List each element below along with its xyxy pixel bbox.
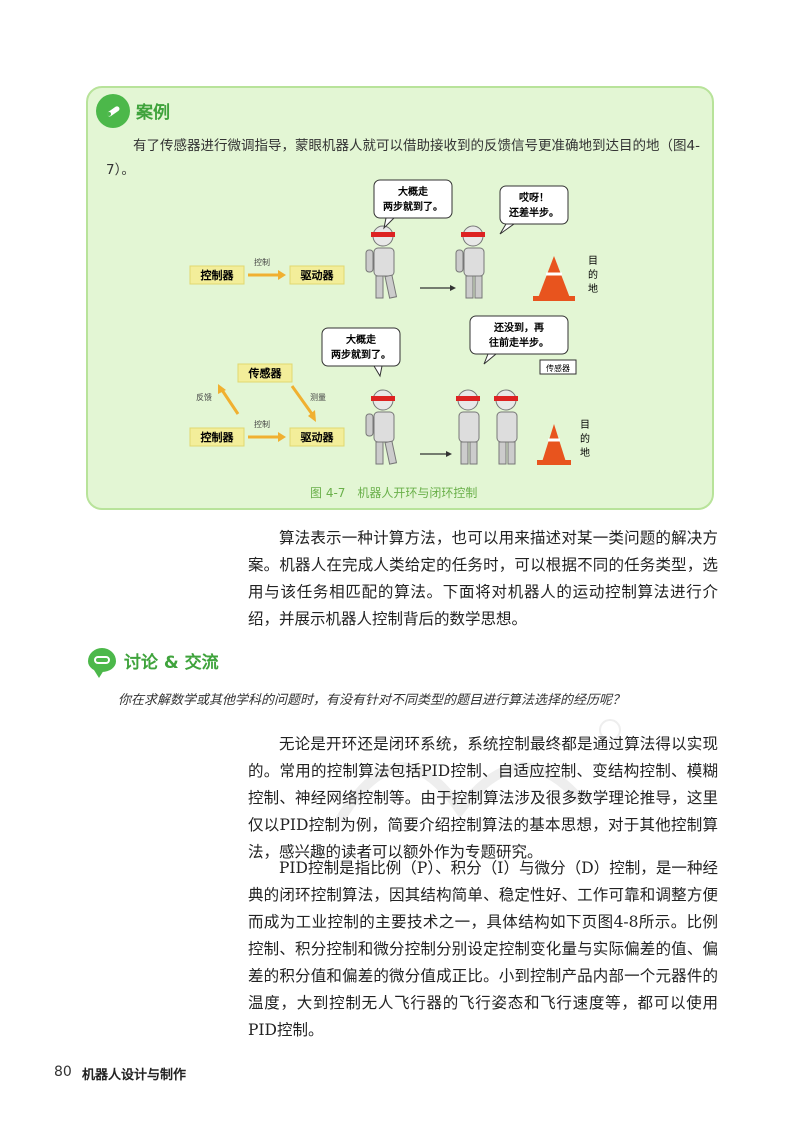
svg-text:大概走: 大概走 (398, 185, 429, 198)
svg-text:地: 地 (588, 282, 598, 295)
bottom-bubble-2: 还没到，再 往前走半步。 (469, 315, 569, 365)
svg-text:地: 地 (580, 446, 590, 459)
svg-text:目: 目 (588, 256, 598, 267)
sensor-tag: 传感器 (539, 359, 577, 375)
svg-text:哎呀！: 哎呀！ (519, 191, 549, 204)
svg-text:大概走: 大概走 (346, 333, 377, 346)
body-paragraph-1: 算法表示一种计算方法，也可以用来描述对某一类问题的解决方案。机器人在完成人类给定… (248, 529, 718, 628)
closed-loop-diagram: 传感器 测量 反馈 控制器 控制 驱动器 (189, 363, 345, 447)
top-arrow-label: 控制 (254, 257, 270, 267)
top-cone (533, 256, 575, 301)
svg-text:测量: 测量 (310, 393, 326, 402)
figure-4-7: 控制器 控制 驱动器 大概 (189, 179, 598, 465)
svg-text:控制器: 控制器 (201, 430, 235, 444)
case-title: 案例 (136, 103, 170, 123)
body-paragraph-3: PID控制是指比例（P）、积分（I）与微分（D）控制，是一种经典的闭环控制算法，… (248, 859, 718, 1039)
case-text: 有了传感器进行微调指导，蒙眼机器人就可以借助接收到的反馈信号更准确地到达目的地（… (106, 138, 700, 178)
page-number: 80 (54, 1064, 72, 1080)
robot-bottom-1 (365, 389, 398, 465)
top-bubble-2: 哎呀！ 还差半步。 (499, 185, 569, 235)
svg-text:的: 的 (588, 268, 598, 281)
book-title: 机器人设计与制作 (82, 1068, 187, 1083)
robot-top-2 (455, 225, 485, 299)
svg-text:控制: 控制 (254, 419, 270, 429)
svg-text:反馈: 反馈 (196, 392, 212, 402)
svg-text:传感器: 传感器 (546, 363, 570, 373)
robot-bottom-2 (456, 389, 480, 465)
bottom-bubble-1: 大概走 两步就到了。 (321, 327, 401, 378)
speech-bubble-icon (88, 648, 116, 678)
robot-bottom-3 (494, 389, 518, 465)
discussion-question: 你在求解数学或其他学科的问题时，有没有针对不同类型的题目进行算法选择的经历呢？ (118, 693, 626, 708)
robot-top-1 (365, 225, 398, 299)
svg-text:还没到，再: 还没到，再 (493, 321, 544, 334)
open-loop-diagram: 控制器 控制 驱动器 (189, 257, 345, 285)
case-icon (96, 94, 130, 128)
svg-text:目: 目 (580, 420, 590, 431)
svg-text:传感器: 传感器 (248, 366, 283, 380)
top-bubble-1: 大概走 两步就到了。 (373, 179, 453, 230)
svg-text:两步就到了。: 两步就到了。 (331, 348, 391, 361)
body-paragraph-2: 无论是开环还是闭环系统，系统控制最终都是通过算法得以实现的。常用的控制算法包括P… (248, 735, 718, 861)
top-controller-label: 控制器 (201, 268, 235, 282)
case-box: 案例 有了传感器进行微调指导，蒙眼机器人就可以借助接收到的反馈信号更准确地到达目… (86, 86, 714, 510)
svg-text:还差半步。: 还差半步。 (508, 206, 559, 219)
bottom-cone (537, 424, 571, 465)
svg-text:的: 的 (580, 432, 590, 445)
top-driver-label: 驱动器 (301, 268, 335, 282)
svg-text:驱动器: 驱动器 (301, 430, 335, 444)
svg-text:两步就到了。: 两步就到了。 (383, 200, 443, 213)
discussion-title: 讨论 & 交流 (124, 653, 219, 673)
figure-caption: 图 4-7 机器人开环与闭环控制 (310, 486, 478, 500)
watermark-decoration (335, 719, 621, 823)
svg-text:往前走半步。: 往前走半步。 (489, 336, 549, 349)
